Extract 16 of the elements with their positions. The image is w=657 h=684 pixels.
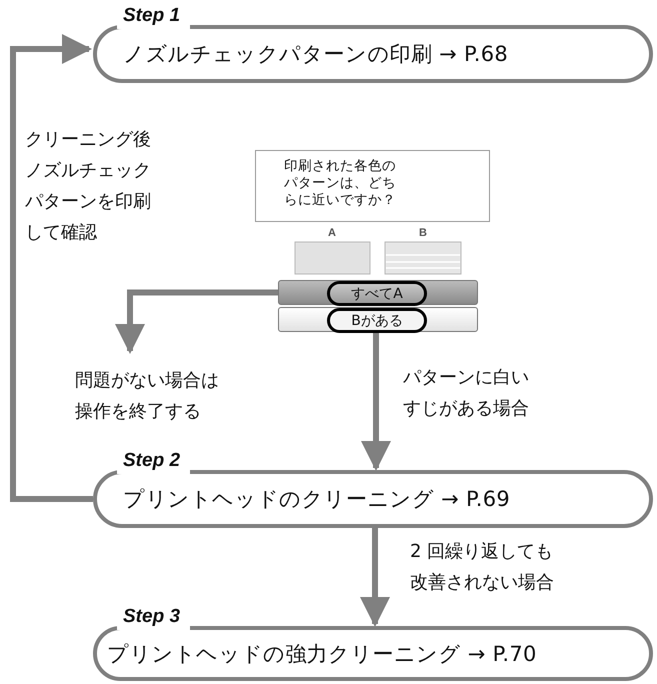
pattern-label: A xyxy=(328,227,336,239)
arrow xyxy=(115,290,278,354)
step-title: プリントヘッドのクリーニング → P.69 xyxy=(123,486,510,513)
question-panel xyxy=(255,150,490,222)
option-bar xyxy=(278,307,478,332)
arrow xyxy=(361,332,391,471)
arrow xyxy=(10,34,93,502)
question-text: 印刷された各色のパターンは、どちらに近いですか？ xyxy=(284,158,397,209)
pattern-label: B xyxy=(419,227,427,239)
highlighted-option-button: Bがある xyxy=(327,308,427,333)
highlighted-option-button: すべてA xyxy=(327,281,427,306)
option-bar xyxy=(278,280,478,305)
step-title: プリントヘッドの強力クリーニング → P.70 xyxy=(107,640,537,668)
arrow xyxy=(360,528,390,627)
step-title: ノズルチェックパターンの印刷 → P.68 xyxy=(123,41,508,68)
result-note: 問題がない場合は操作を終了する xyxy=(75,365,235,431)
